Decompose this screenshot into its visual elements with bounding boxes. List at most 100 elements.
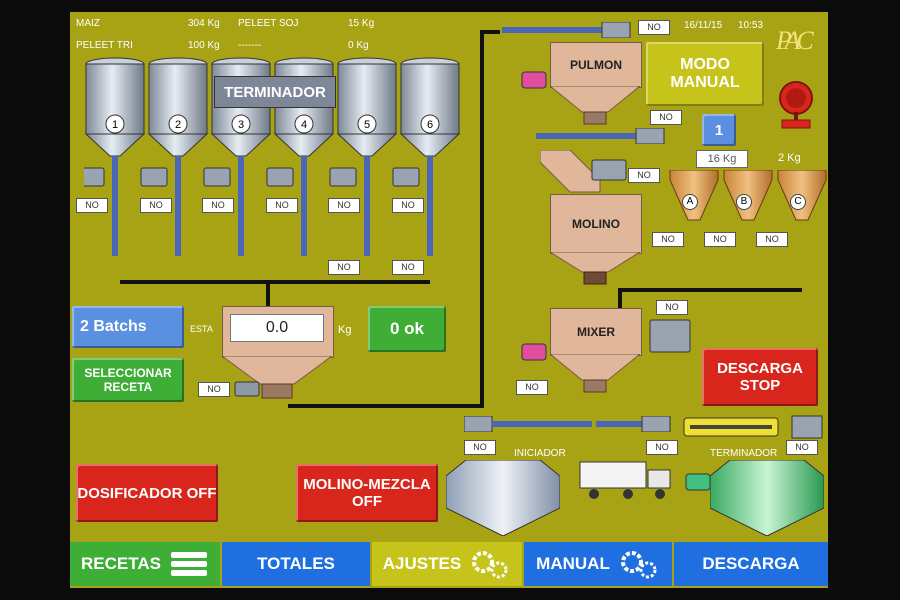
pulmon-pink-motor-icon [521, 71, 547, 89]
tab-recetas-label: RECETAS [81, 554, 161, 573]
middle-screw-conveyor [536, 128, 665, 144]
silo-number-label: 1 [112, 119, 118, 131]
tab-ajustes[interactable]: AJUSTES [372, 542, 522, 586]
silo-motor-icon [140, 167, 168, 187]
terminator-label: TERMINADOR [214, 76, 336, 108]
weight-unit-label: Kg [338, 324, 352, 336]
ingredient-2-qty: 15 Kg [348, 18, 375, 29]
molino-tank: MOLINO [550, 194, 642, 254]
menu-icon [170, 552, 207, 576]
pulmon-status-top: NO [638, 20, 670, 35]
hopper-c-label: C [790, 194, 806, 210]
bottom-left-status: NO [464, 440, 496, 455]
silo-number-label: 3 [238, 119, 244, 131]
company-logo: PAC [776, 26, 814, 55]
gears-icon [620, 551, 657, 579]
tab-recetas[interactable]: RECETAS [70, 542, 220, 586]
terminador-bin [710, 460, 824, 536]
scale-motor-status: NO [198, 382, 230, 397]
silo-motor-icon [84, 167, 105, 187]
scale-motor-icon [234, 381, 260, 397]
alarm-bell-icon[interactable] [774, 76, 818, 132]
tab-descarga[interactable]: DESCARGA [674, 542, 828, 586]
tab-manual-label: MANUAL [536, 554, 610, 573]
bottom-screw-conveyor-mid [596, 416, 671, 432]
hopper-c-status: NO [756, 232, 788, 247]
gears-icon [472, 551, 508, 579]
bottom-screw-conveyor-left [464, 416, 592, 432]
collector-pipe [120, 280, 430, 284]
bottom-right-status: NO [786, 440, 818, 455]
belt-conveyor [683, 415, 823, 439]
ok-count-button[interactable]: 0 ok [368, 306, 446, 352]
molino-status: NO [628, 168, 660, 183]
main-riser-pipe [480, 30, 484, 408]
silo-3-status: NO [202, 198, 234, 213]
silo-motor-icon [266, 167, 294, 187]
silo-6b-status: NO [392, 260, 424, 275]
ingredient-1-qty: 304 Kg [188, 18, 220, 29]
silo-5b-status: NO [328, 260, 360, 275]
hopper-a-status: NO [652, 232, 684, 247]
terminador-label: TERMINADOR [710, 448, 778, 459]
riser-top-pipe [480, 30, 500, 34]
additive-qty-large: 16 Kg [696, 150, 748, 168]
tab-totales-label: TOTALES [257, 554, 335, 573]
iniciador-label: INICIADOR [514, 448, 566, 459]
additive-drop [618, 288, 622, 308]
silo-number-label: 2 [175, 119, 181, 131]
scale-hopper-cone [222, 356, 332, 399]
molino-cone [550, 252, 640, 285]
silo-6: 6 [392, 57, 461, 256]
silo-motor-icon [392, 167, 420, 187]
scale-out-pipe [288, 404, 480, 408]
mixer-status-top: NO [656, 300, 688, 315]
mixer-pink-motor-icon [521, 343, 547, 361]
pulmon-cone [550, 86, 640, 125]
additive-pipe [618, 288, 802, 292]
mixer-motor-icon [649, 319, 691, 353]
batches-counter-button[interactable]: 2 Batchs [72, 306, 184, 348]
weight-display: 0.0 [230, 314, 324, 342]
mixer-tank: MIXER [550, 308, 642, 356]
silo-1-status: NO [76, 198, 108, 213]
silo-2-status: NO [140, 198, 172, 213]
date-label: 16/11/15 [684, 20, 723, 31]
silo-5: 5 [329, 57, 398, 256]
select-recipe-button[interactable]: SELECCIONAR RECETA [72, 358, 184, 402]
tab-manual[interactable]: MANUAL [524, 542, 672, 586]
descarga-stop-button[interactable]: DESCARGA STOP [702, 348, 818, 406]
molino-motor-icon [591, 159, 627, 181]
ingredient-4-name: ------- [238, 40, 262, 51]
additive-counter-button[interactable]: 1 [702, 114, 736, 146]
ingredient-1-name: MAIZ [76, 18, 100, 29]
silo-1: 1 [84, 57, 146, 256]
truck-icon [579, 461, 671, 499]
molino-mezcla-toggle-button[interactable]: MOLINO-MEZCLA OFF [296, 464, 438, 522]
hopper-b-label: B [736, 194, 752, 210]
silo-4-status: NO [266, 198, 298, 213]
silo-motor-icon [329, 167, 357, 187]
hopper-a-label: A [682, 194, 698, 210]
mixer-status-bottom: NO [516, 380, 548, 395]
silo-number-label: 6 [427, 119, 433, 131]
silo-5-status: NO [328, 198, 360, 213]
iniciador-bin [446, 460, 560, 536]
mixer-cone [550, 354, 640, 393]
silo-number-label: 5 [364, 119, 370, 131]
ingredient-3-qty: 100 Kg [188, 40, 220, 51]
dosificador-toggle-button[interactable]: DOSIFICADOR OFF [76, 464, 218, 522]
bottom-mid-status: NO [646, 440, 678, 455]
ingredient-2-name: PELEET SOJ [238, 18, 299, 29]
modo-manual-button[interactable]: MODO MANUAL [646, 42, 764, 106]
additive-qty-small: 2 Kg [778, 152, 801, 164]
silo-6-status: NO [392, 198, 424, 213]
collector-drop [266, 280, 270, 308]
time-label: 10:53 [738, 20, 764, 31]
pulmon-status-bottom: NO [650, 110, 682, 125]
ingredient-3-name: PELEET TRI [76, 40, 133, 51]
tab-totales[interactable]: TOTALES [222, 542, 370, 586]
tab-descarga-label: DESCARGA [702, 554, 800, 573]
top-screw-conveyor [502, 22, 631, 38]
